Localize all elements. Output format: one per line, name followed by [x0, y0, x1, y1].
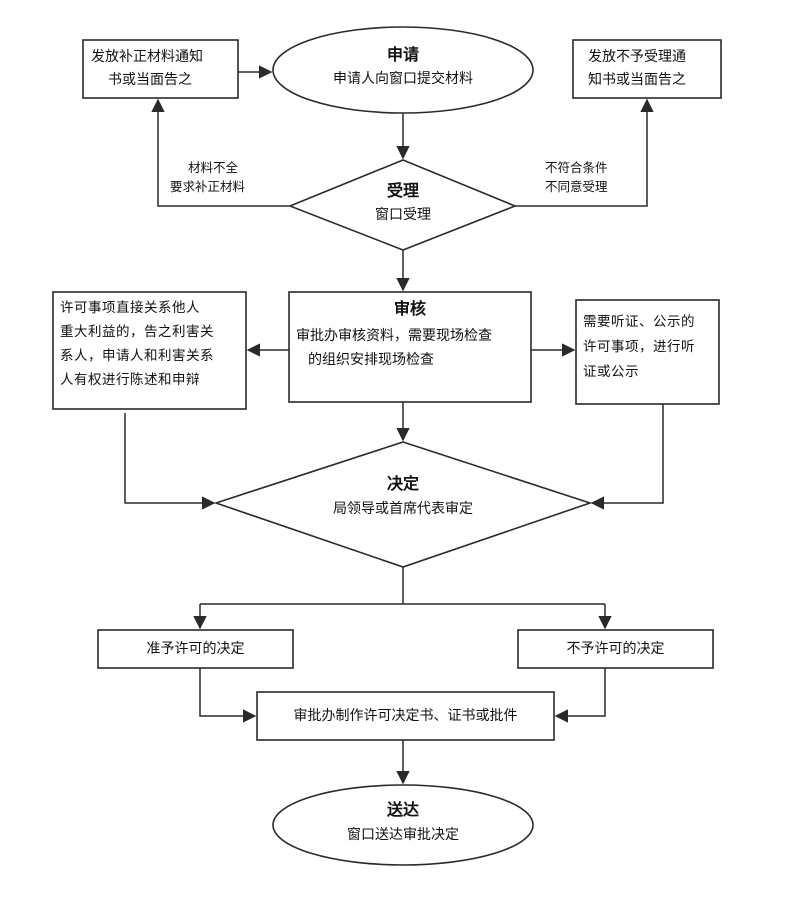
ineligible-label-line1: 不符合条件: [545, 160, 608, 175]
grant-text: 准予许可的决定: [146, 641, 245, 657]
stakeholder-note-line1: 许可事项直接关系他人: [60, 300, 200, 316]
incomplete-label-line1: 材料不全: [188, 160, 239, 175]
ineligible-label-line2: 不同意受理: [545, 179, 608, 194]
arrow-stakeholder-to-decision: [124, 413, 216, 510]
stakeholder-note-line2: 重大利益的，告之利害关: [60, 324, 214, 340]
review-line2: 的组织安排现场检查: [308, 352, 434, 368]
reject-notice-line2: 知书或当面告之: [588, 72, 686, 88]
correction-notice-box: [82, 39, 239, 99]
hearing-note-line1: 需要听证、公示的: [583, 314, 695, 330]
decision-text: 局领导或首席代表审定: [333, 501, 473, 517]
arrow-grant-to-issue: [199, 668, 257, 723]
correction-notice-line1: 发放补正材料通知: [91, 49, 203, 65]
deliver-title: 送达: [386, 800, 419, 819]
decision-title: 决定: [386, 474, 419, 493]
hearing-note-box: [575, 299, 720, 405]
accept-text: 窗口受理: [375, 207, 431, 223]
reject-notice-box: [572, 39, 722, 99]
review-title: 审核: [393, 299, 426, 318]
deliver-ellipse: [272, 784, 534, 866]
hearing-note-line2: 许可事项，进行听: [583, 339, 695, 355]
arrow-accept-to-correction: [151, 98, 290, 207]
accept-title: 受理: [386, 181, 419, 200]
grant-box: [97, 629, 294, 669]
deny-box: [517, 629, 714, 669]
reject-notice-line1: 发放不予受理通: [588, 49, 686, 65]
correction-notice-line2: 书或当面告之: [108, 72, 192, 88]
accept-diamond: [287, 159, 518, 251]
hearing-note-line3: 证或公示: [583, 364, 639, 380]
review-line1: 审批办审核资料，需要现场检查: [296, 328, 492, 344]
stakeholder-note-box: [52, 291, 247, 410]
incomplete-label-line2: 要求补正材料: [170, 179, 246, 194]
issue-text: 审批办制作许可决定书、证书或批件: [293, 708, 518, 724]
arrow-accept-to-reject: [515, 98, 654, 207]
apply-text: 申请人向窗口提交材料: [333, 71, 473, 87]
deny-text: 不予许可的决定: [566, 641, 665, 657]
review-box: [288, 291, 532, 403]
stakeholder-note-line3: 系人，申请人和利害关系: [60, 348, 214, 364]
arrow-deny-to-issue: [554, 668, 606, 723]
issue-box: [256, 691, 555, 741]
deliver-text: 窗口送达审批决定: [347, 827, 459, 843]
arrow-hearing-to-decision: [590, 404, 664, 510]
stakeholder-note-line4: 人有权进行陈述和申辩: [60, 372, 200, 388]
apply-title: 申请: [386, 45, 419, 64]
